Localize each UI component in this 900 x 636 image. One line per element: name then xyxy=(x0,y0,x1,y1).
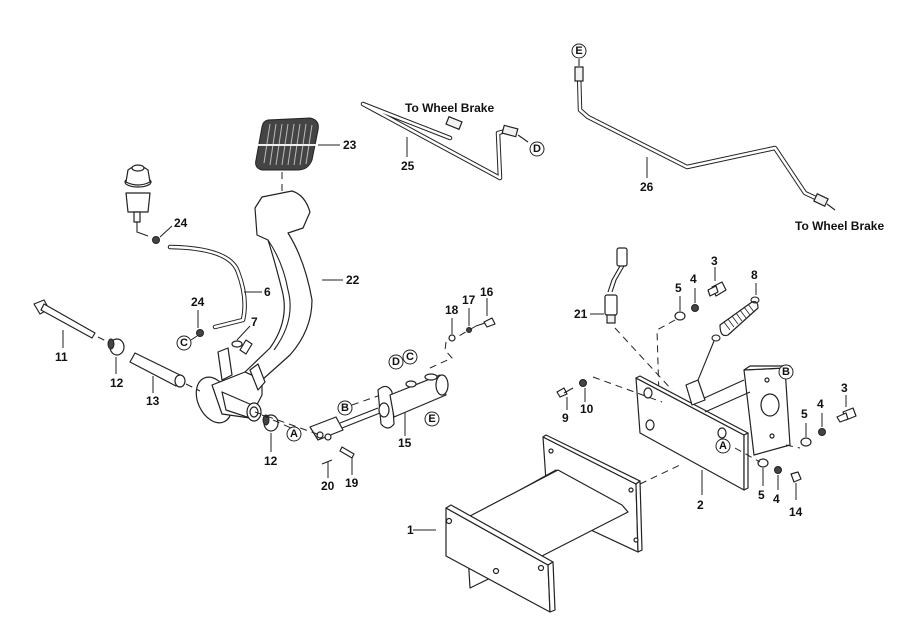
cotter-pin-20 xyxy=(321,459,333,465)
pin-19 xyxy=(339,446,355,459)
callout-14: 14 xyxy=(789,505,803,519)
ref-a-pedal: A xyxy=(286,426,302,442)
note-to-wheel-brake-1: To Wheel Brake xyxy=(405,101,494,115)
callout-3-right: 3 xyxy=(841,381,848,395)
bolt-11 xyxy=(33,299,107,342)
pedal-arm-22 xyxy=(244,190,313,381)
ref-b-cylinder: B xyxy=(337,400,353,416)
washer-18 xyxy=(448,334,456,342)
brake-line-26 xyxy=(574,59,836,211)
brake-line-25 xyxy=(360,101,529,181)
bolt-3-upper xyxy=(707,281,727,297)
washer-5-lower xyxy=(757,458,769,468)
callout-26: 26 xyxy=(640,180,654,194)
callout-3-upper: 3 xyxy=(711,254,718,268)
pedal-pad-23 xyxy=(255,117,319,171)
nut-10 xyxy=(579,379,587,387)
svg-text:C: C xyxy=(406,351,414,363)
svg-text:B: B xyxy=(782,366,790,378)
callout-1: 1 xyxy=(407,523,414,537)
svg-text:E: E xyxy=(428,413,435,425)
callout-7: 7 xyxy=(251,315,258,329)
washer-5-right xyxy=(800,437,812,447)
ref-d-top: D xyxy=(529,141,545,157)
callout-13: 13 xyxy=(146,394,160,408)
bolt-16 xyxy=(475,317,496,328)
ref-a-bracket: A xyxy=(715,438,731,454)
lock-washer-4-upper xyxy=(691,304,699,312)
callout-5-right: 5 xyxy=(801,407,808,421)
note-to-wheel-brake-2: To Wheel Brake xyxy=(795,219,884,233)
callout-24-top: 24 xyxy=(174,216,188,230)
bushing-12-right xyxy=(262,414,279,432)
ref-c-cylinder: C xyxy=(402,349,418,365)
ref-d-cylinder: D xyxy=(388,354,404,370)
callout-18: 18 xyxy=(445,303,459,317)
sleeve-13 xyxy=(129,352,201,392)
callout-5-upper: 5 xyxy=(675,281,682,295)
bushing-12-left xyxy=(107,338,125,356)
callout-10: 10 xyxy=(580,402,594,416)
mounting-bracket-2 xyxy=(635,365,791,491)
callout-11: 11 xyxy=(55,350,68,364)
svg-text:D: D xyxy=(533,143,541,155)
bolt-3-right xyxy=(836,407,857,423)
callout-23: 23 xyxy=(343,138,357,152)
svg-text:B: B xyxy=(341,402,349,414)
cable-6 xyxy=(167,244,247,330)
callout-17: 17 xyxy=(462,293,476,307)
callout-4-upper: 4 xyxy=(690,272,697,286)
brake-light-switch xyxy=(124,164,152,237)
callout-21: 21 xyxy=(574,307,588,321)
callout-6: 6 xyxy=(264,285,271,299)
ref-c-switch: C xyxy=(176,335,192,351)
callout-12-left: 12 xyxy=(110,376,124,390)
bolt-9 xyxy=(556,387,574,398)
svg-text:A: A xyxy=(290,428,298,440)
pressure-switch-21 xyxy=(604,247,628,324)
svg-text:D: D xyxy=(392,356,400,368)
callout-4-right: 4 xyxy=(817,397,824,411)
retaining-clip-24-lower xyxy=(196,329,204,337)
callout-20: 20 xyxy=(321,479,335,493)
lock-washer-4-right xyxy=(818,428,826,436)
callout-25: 25 xyxy=(401,159,415,173)
callout-8: 8 xyxy=(751,268,758,282)
lock-washer-4-lower xyxy=(774,466,782,474)
nut-17 xyxy=(466,327,472,333)
callout-15: 15 xyxy=(398,436,412,450)
callout-9: 9 xyxy=(562,411,569,425)
callout-12-right: 12 xyxy=(264,454,278,468)
svg-text:A: A xyxy=(719,440,727,452)
washer-5-upper xyxy=(674,311,686,321)
retaining-clip-24-top xyxy=(152,236,160,244)
nut-14 xyxy=(790,471,802,483)
ref-e-top: E xyxy=(571,43,587,59)
ref-e-cylinder: E xyxy=(424,411,440,427)
ref-b-bracket: B xyxy=(778,364,794,380)
mounting-frame-1 xyxy=(445,434,643,613)
callout-16: 16 xyxy=(480,285,494,299)
pedal-hub xyxy=(195,339,266,424)
callout-2: 2 xyxy=(697,498,704,512)
callout-4-lower: 4 xyxy=(773,492,780,506)
master-cylinder-15 xyxy=(309,373,449,441)
callout-19: 19 xyxy=(345,476,359,490)
callout-24-lower: 24 xyxy=(191,295,205,309)
svg-text:C: C xyxy=(180,337,188,349)
svg-text:E: E xyxy=(575,45,582,57)
return-spring-8 xyxy=(695,296,760,386)
callout-22: 22 xyxy=(346,273,360,287)
callout-5-lower: 5 xyxy=(758,488,765,502)
